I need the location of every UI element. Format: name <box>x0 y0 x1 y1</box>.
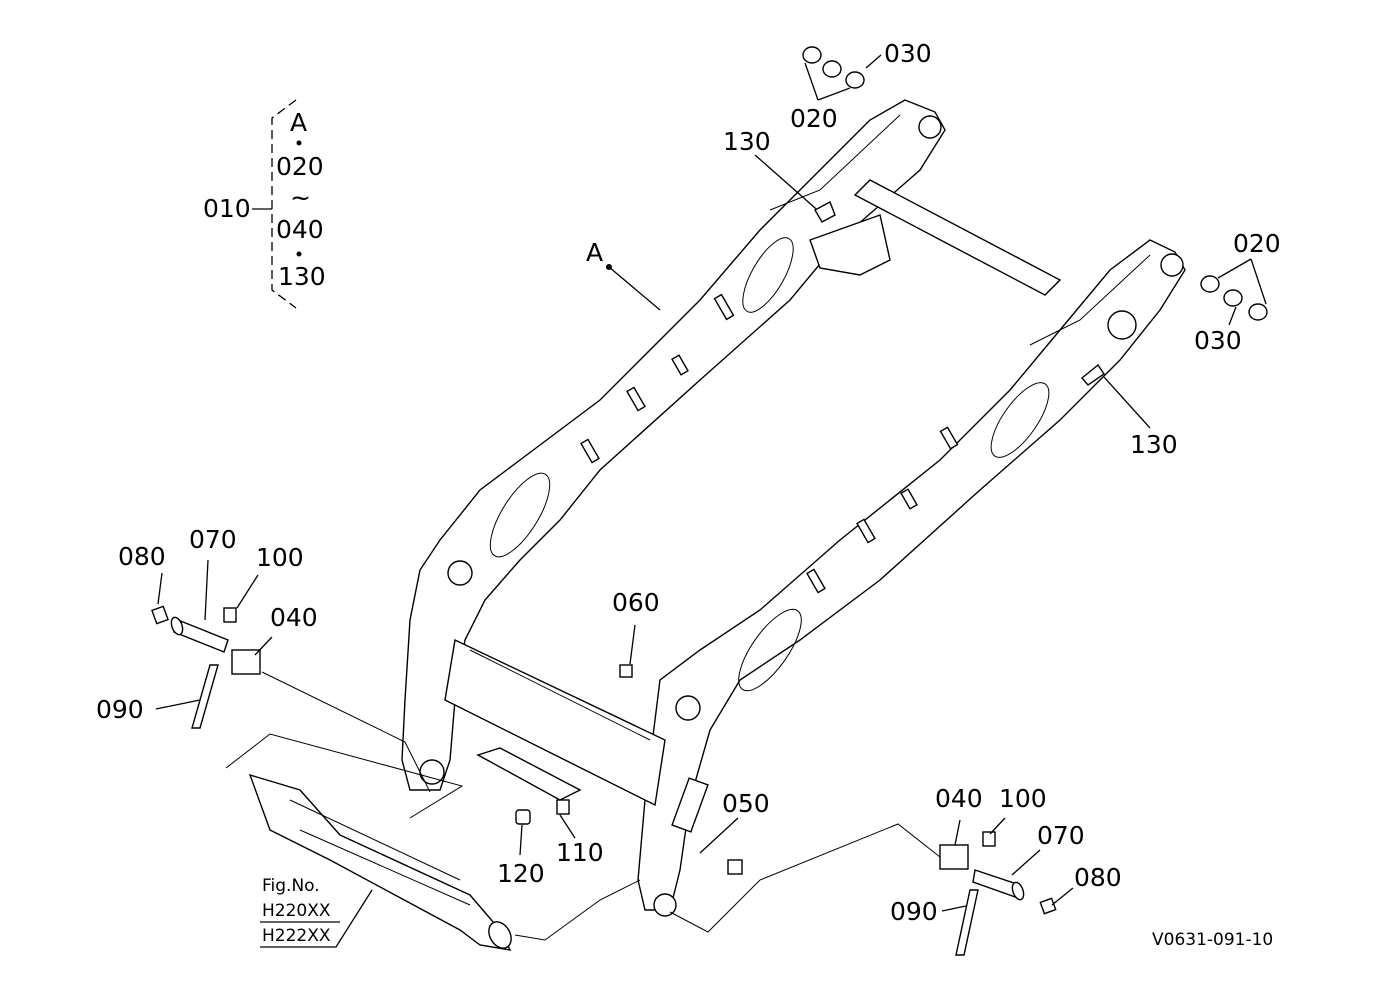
bushings-top <box>802 46 882 101</box>
cylinder-assembly <box>225 733 641 951</box>
label-100-left: 100 <box>256 543 304 572</box>
lower-cross-member <box>444 638 666 807</box>
label-040-left: 040 <box>270 603 318 632</box>
leader-lines <box>606 154 1151 429</box>
hose-clips <box>580 293 959 594</box>
label-A: A <box>586 238 603 267</box>
label-range-start: 020 <box>276 152 324 181</box>
loader-frame <box>401 99 1186 917</box>
figure-ref-line1: Fig.No. <box>262 876 320 896</box>
label-010: 010 <box>203 194 251 223</box>
label-050: 050 <box>722 789 770 818</box>
figure-reference: Fig.No. H220XX H222XX <box>260 876 373 948</box>
label-060: 060 <box>612 588 660 617</box>
label-070-left: 070 <box>189 525 237 554</box>
drawing-code: V0631-091-10 <box>1152 930 1273 950</box>
label-110: 110 <box>556 838 604 867</box>
label-090-left: 090 <box>96 695 144 724</box>
label-130-right: 130 <box>1130 430 1178 459</box>
label-020-right: 020 <box>1233 229 1281 258</box>
bushings-right <box>1200 258 1268 326</box>
label-130-left: 130 <box>723 127 771 156</box>
figure-ref-line3: H222XX <box>262 926 331 946</box>
upper-cross-tube <box>853 179 1062 296</box>
label-080-left: 080 <box>118 542 166 571</box>
label-080-right: 080 <box>1074 863 1122 892</box>
pin-set-right <box>669 817 1074 956</box>
label-A-group: A <box>290 108 307 137</box>
label-070-right: 070 <box>1037 821 1085 850</box>
small-parts <box>476 624 743 875</box>
label-040-right: 040 <box>935 784 983 813</box>
left-boom-arm <box>401 99 946 791</box>
group-bracket <box>252 99 302 309</box>
label-090-right: 090 <box>890 897 938 926</box>
label-120: 120 <box>497 859 545 888</box>
callout-labels: A 010 020 ~ 040 130 030 020 130 A 020 03… <box>96 39 1281 926</box>
label-range-last: 130 <box>278 262 326 291</box>
figure-ref-line2: H220XX <box>262 901 331 921</box>
label-030-right: 030 <box>1194 326 1242 355</box>
label-range-end: 040 <box>276 215 324 244</box>
label-100-right: 100 <box>999 784 1047 813</box>
label-030-top: 030 <box>884 39 932 68</box>
label-range-tilde: ~ <box>290 183 311 212</box>
label-020-top: 020 <box>790 104 838 133</box>
pin-set-left <box>151 559 431 793</box>
